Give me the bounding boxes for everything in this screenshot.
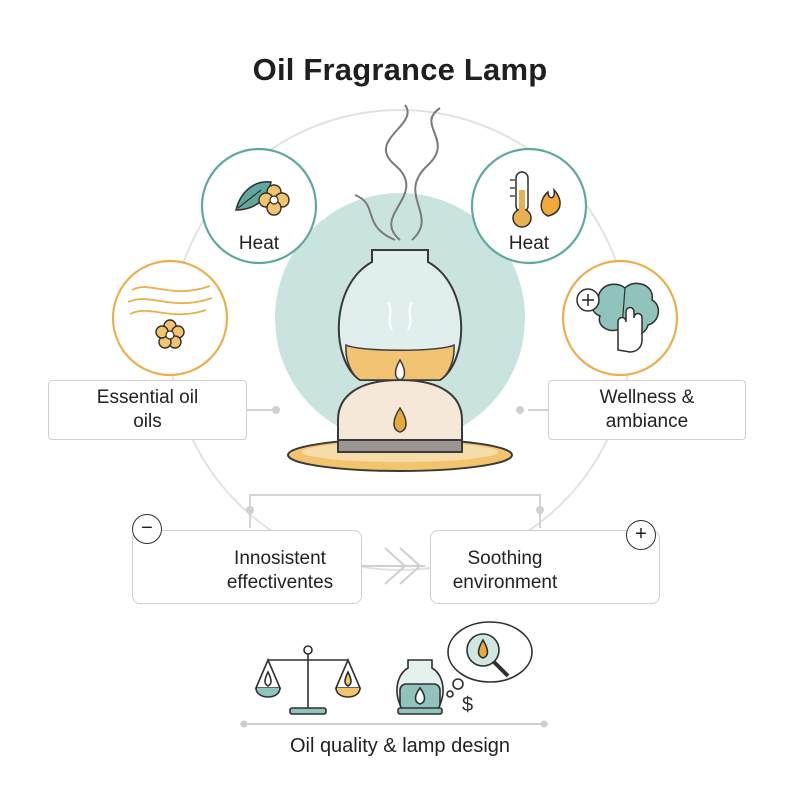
aroma-waves-flower-icon — [127, 285, 213, 316]
plus-badge: + — [626, 520, 656, 550]
wellness-label: Wellness & ambiance — [599, 387, 695, 432]
top-right-circle-label: Heat — [508, 233, 550, 254]
brain-hand-icon — [576, 282, 660, 353]
page-title: Oil Fragrance Lamp — [252, 52, 548, 87]
smoke-wisps — [354, 104, 441, 241]
essential-oil-box — [48, 380, 247, 440]
balance-scale-icon — [254, 645, 362, 715]
soothing-box — [430, 530, 660, 604]
bracket-dot-left — [246, 506, 254, 514]
connector-dot-right — [516, 406, 524, 414]
bottom-bracket — [249, 494, 541, 528]
left-circle — [111, 259, 229, 377]
wellness-box — [548, 380, 746, 440]
essential-oil-label: Essential oil oils — [96, 387, 199, 432]
small-lamp-icon — [396, 659, 444, 715]
bracket-dot-right — [536, 506, 544, 514]
soothing-label: Soothing environment — [452, 548, 558, 593]
oil-lamp-illustration — [287, 249, 513, 472]
leaf-flower-icon — [235, 181, 290, 216]
inconsistent-label: Innosistent effectiventes — [226, 548, 334, 593]
flame-icon — [394, 358, 406, 381]
inconsistent-box — [132, 530, 362, 604]
top-right-circle — [470, 147, 588, 265]
dollar-sign: $ — [462, 694, 474, 716]
magnifier-drop-thought-icon — [446, 621, 533, 698]
thermometer-flame-icon — [510, 171, 561, 228]
footer-caption: Oil quality & lamp design — [289, 735, 511, 757]
chevron-arrows-icon — [362, 547, 425, 585]
connector-dot-left — [272, 406, 280, 414]
top-left-circle-label: Heat — [238, 233, 280, 254]
minus-badge: − — [132, 514, 162, 544]
top-left-circle — [200, 147, 318, 265]
drop-icon — [393, 406, 407, 433]
flower-icon — [155, 319, 185, 349]
